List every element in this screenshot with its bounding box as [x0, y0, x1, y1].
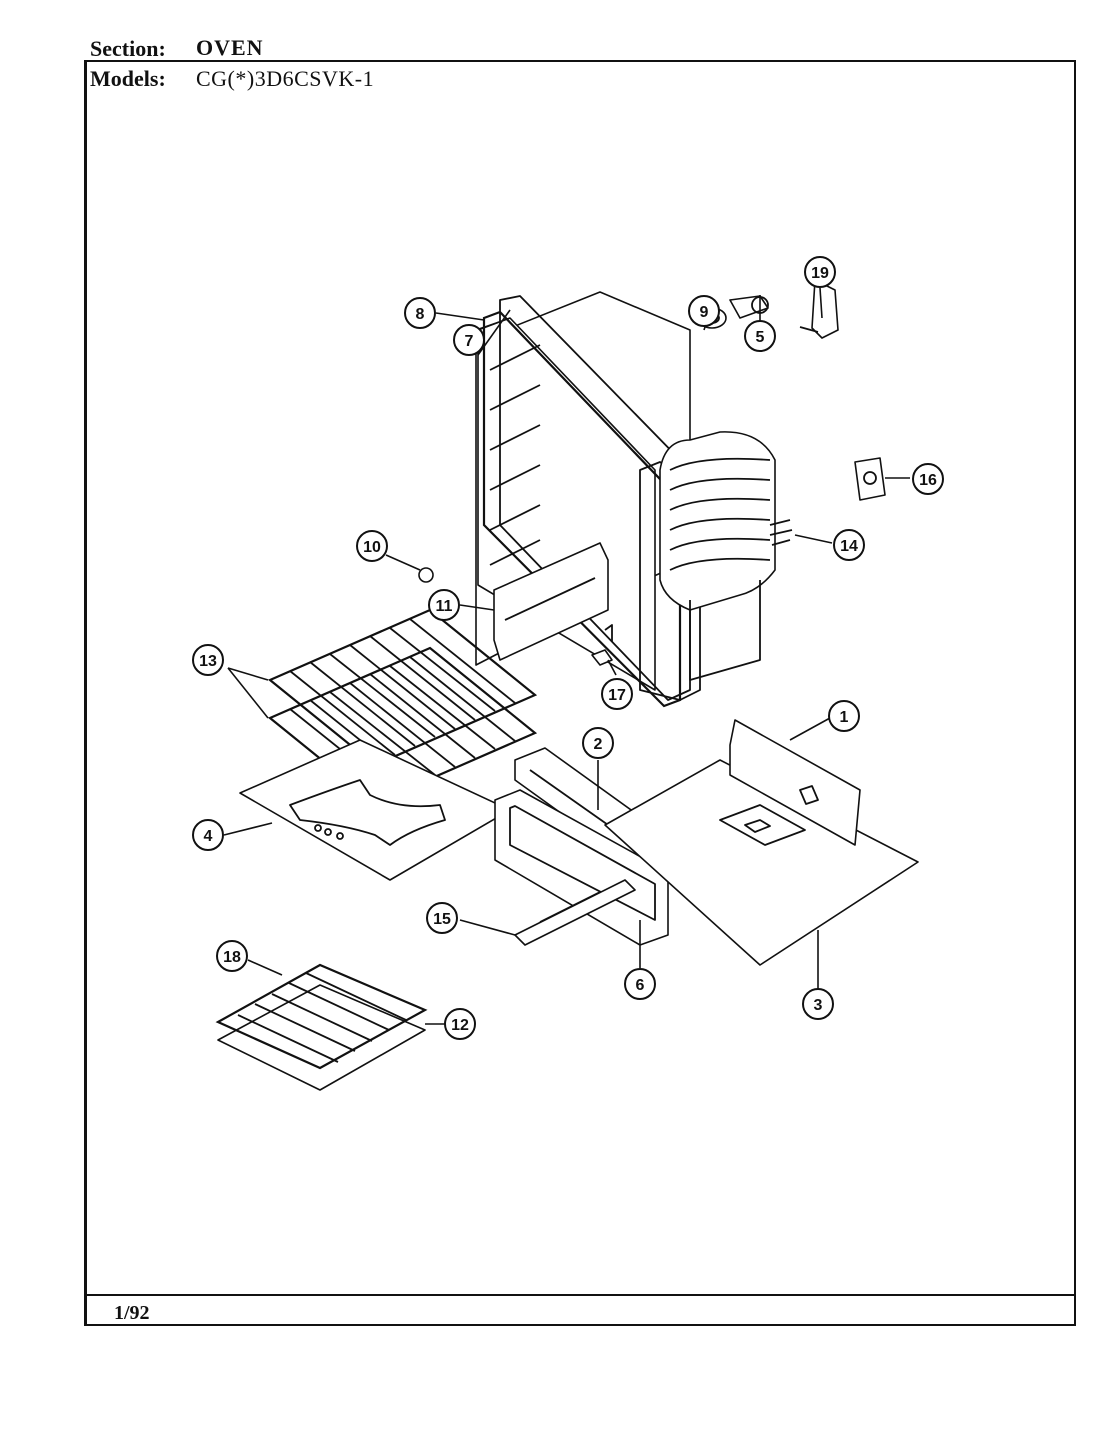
callout-11: 11: [428, 589, 460, 621]
svg-text:8: 8: [416, 306, 425, 323]
diagram-frame: [84, 60, 1076, 1326]
svg-text:12: 12: [451, 1017, 469, 1034]
callout-17: 17: [601, 678, 633, 710]
models-value: CG(*)3D6CSVK-1: [196, 66, 375, 91]
svg-text:11: 11: [436, 598, 453, 615]
section-value: OVEN: [196, 35, 264, 60]
revision-date: 1/92: [114, 1302, 150, 1324]
oven-front-frame: [482, 295, 701, 708]
callout-8: 8: [404, 297, 436, 329]
footer-divider: [84, 1294, 1076, 1296]
svg-text:5: 5: [756, 329, 765, 346]
callout-16: 16: [912, 463, 944, 495]
callout-15: 15: [426, 902, 458, 934]
callout-14: 14: [833, 529, 865, 561]
light-bulb: [418, 567, 434, 583]
burner-baffle: [493, 542, 609, 661]
callout-18: 18: [216, 940, 248, 972]
igniter: [729, 295, 769, 319]
svg-text:10: 10: [363, 539, 381, 556]
callout-13: 13: [192, 644, 224, 676]
svg-text:17: 17: [608, 687, 626, 704]
insulation-blanket: [659, 431, 776, 681]
svg-text:2: 2: [594, 736, 603, 753]
callout-6: 6: [624, 968, 656, 1000]
mounting-clip: [591, 624, 613, 666]
bottom-panel: [604, 759, 919, 966]
callout-9: 9: [688, 295, 720, 327]
svg-text:9: 9: [700, 304, 709, 321]
svg-text:4: 4: [204, 828, 213, 845]
oven-burner-tube: [514, 879, 636, 946]
callout-19: 19: [804, 256, 836, 288]
section-label: Section:: [90, 36, 166, 61]
svg-text:6: 6: [636, 977, 645, 994]
rear-shield: [729, 719, 861, 846]
svg-text:1: 1: [840, 709, 849, 726]
valve-knob: [799, 279, 839, 339]
thermostat-bracket: [854, 457, 886, 501]
svg-text:7: 7: [465, 333, 474, 350]
svg-text:14: 14: [840, 538, 858, 555]
svg-text:15: 15: [433, 911, 451, 928]
lower-front-frame: [494, 789, 669, 946]
svg-text:19: 19: [811, 265, 829, 282]
svg-text:16: 16: [919, 472, 937, 489]
callout-4: 4: [192, 819, 224, 851]
callout-12: 12: [444, 1008, 476, 1040]
sensor-bracket: [769, 519, 793, 546]
broiler-pan: [215, 963, 428, 1091]
svg-text:13: 13: [199, 653, 217, 670]
models-label: Models:: [90, 66, 166, 91]
svg-text:3: 3: [814, 997, 823, 1014]
callout-3: 3: [802, 988, 834, 1020]
callout-1: 1: [828, 700, 860, 732]
callout-5: 5: [744, 320, 776, 352]
oven-racks: [267, 608, 538, 805]
callout-2: 2: [582, 727, 614, 759]
callout-10: 10: [356, 530, 388, 562]
svg-text:18: 18: [223, 949, 241, 966]
callout-7: 7: [453, 324, 485, 356]
